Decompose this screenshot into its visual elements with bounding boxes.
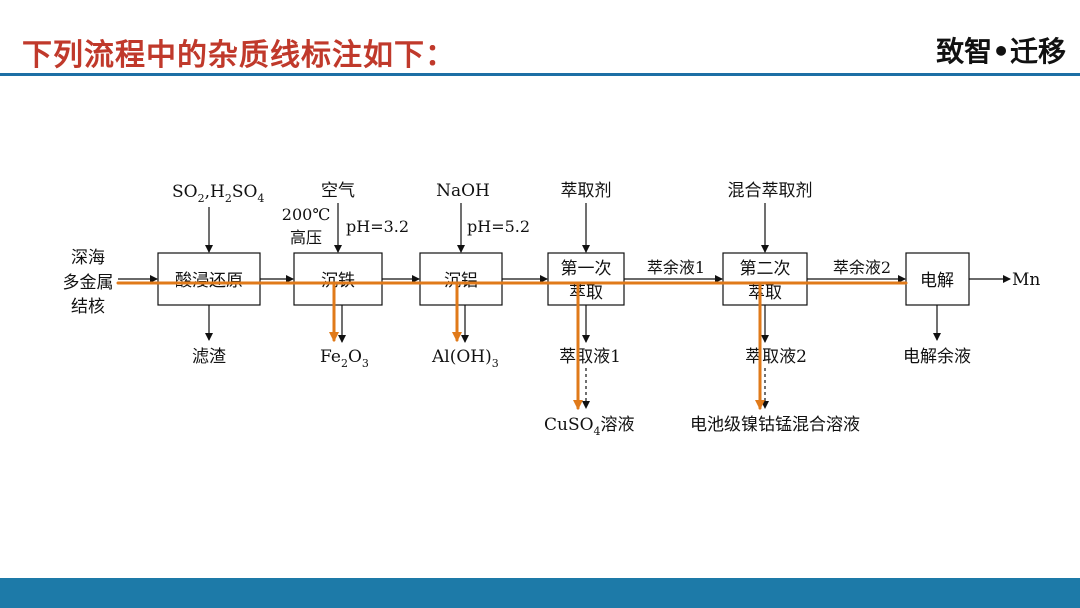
cuso4-label: CuSO4溶液 <box>544 415 635 438</box>
step-box-alum <box>419 252 503 306</box>
header-rule <box>0 73 1080 76</box>
step-box-ext2 <box>722 252 808 306</box>
iron-cond-pressure: 高压 <box>290 228 322 247</box>
extract-1-label: 萃取液1 <box>559 347 621 367</box>
step-box-elec <box>905 252 970 306</box>
iron-ph-label: pH=3.2 <box>346 217 409 236</box>
brand-label: 致智•迁移 <box>936 35 1066 68</box>
leach-reagent-label: SO2,H2SO4 <box>172 182 264 205</box>
raffinate-1-label: 萃余液1 <box>647 258 705 277</box>
ext2-reagent-label: 混合萃取剂 <box>728 181 813 201</box>
impurity-highlight-lines <box>116 281 908 410</box>
aloh3-label: Al(OH)3 <box>431 347 499 370</box>
step-label-elec: 电解 <box>920 271 954 291</box>
fe2o3-label: Fe2O3 <box>320 347 369 370</box>
step-label-ext2b: 萃取 <box>748 283 782 303</box>
step-label-ext1b: 萃取 <box>569 283 603 303</box>
step-label-iron: 沉铁 <box>321 271 355 291</box>
iron-air-label: 空气 <box>321 181 355 201</box>
footer-bar <box>0 578 1080 608</box>
dashed-arrows <box>582 368 769 409</box>
step-box-leach <box>157 252 261 306</box>
step-label-leach: 酸浸还原 <box>175 271 243 291</box>
feed-label-3: 结核 <box>71 297 105 317</box>
extract-2-label: 萃取液2 <box>745 347 807 367</box>
feed-label-2: 多金属 <box>63 273 114 293</box>
main-flow-arrows <box>118 203 1011 343</box>
step-label-ext1a: 第一次 <box>561 259 612 279</box>
elec-rest-label: 电解余液 <box>903 347 971 367</box>
step-label-alum: 沉铝 <box>444 271 478 291</box>
raffinate-2-label: 萃余液2 <box>833 258 891 277</box>
step-label-ext2a: 第二次 <box>740 259 791 279</box>
feed-label-1: 深海 <box>71 248 105 268</box>
iron-cond-temp: 200℃ <box>282 205 330 224</box>
alum-ph-label: pH=5.2 <box>467 217 530 236</box>
product-label: Mn <box>1012 270 1040 290</box>
residue-label: 滤渣 <box>192 347 226 367</box>
ext1-reagent-label: 萃取剂 <box>561 181 612 201</box>
page-title: 下列流程中的杂质线标注如下： <box>22 38 456 73</box>
nicomn-label: 电池级镍钴锰混合溶液 <box>690 415 860 435</box>
alum-reagent-label: NaOH <box>436 181 490 201</box>
step-box-iron <box>293 252 383 306</box>
